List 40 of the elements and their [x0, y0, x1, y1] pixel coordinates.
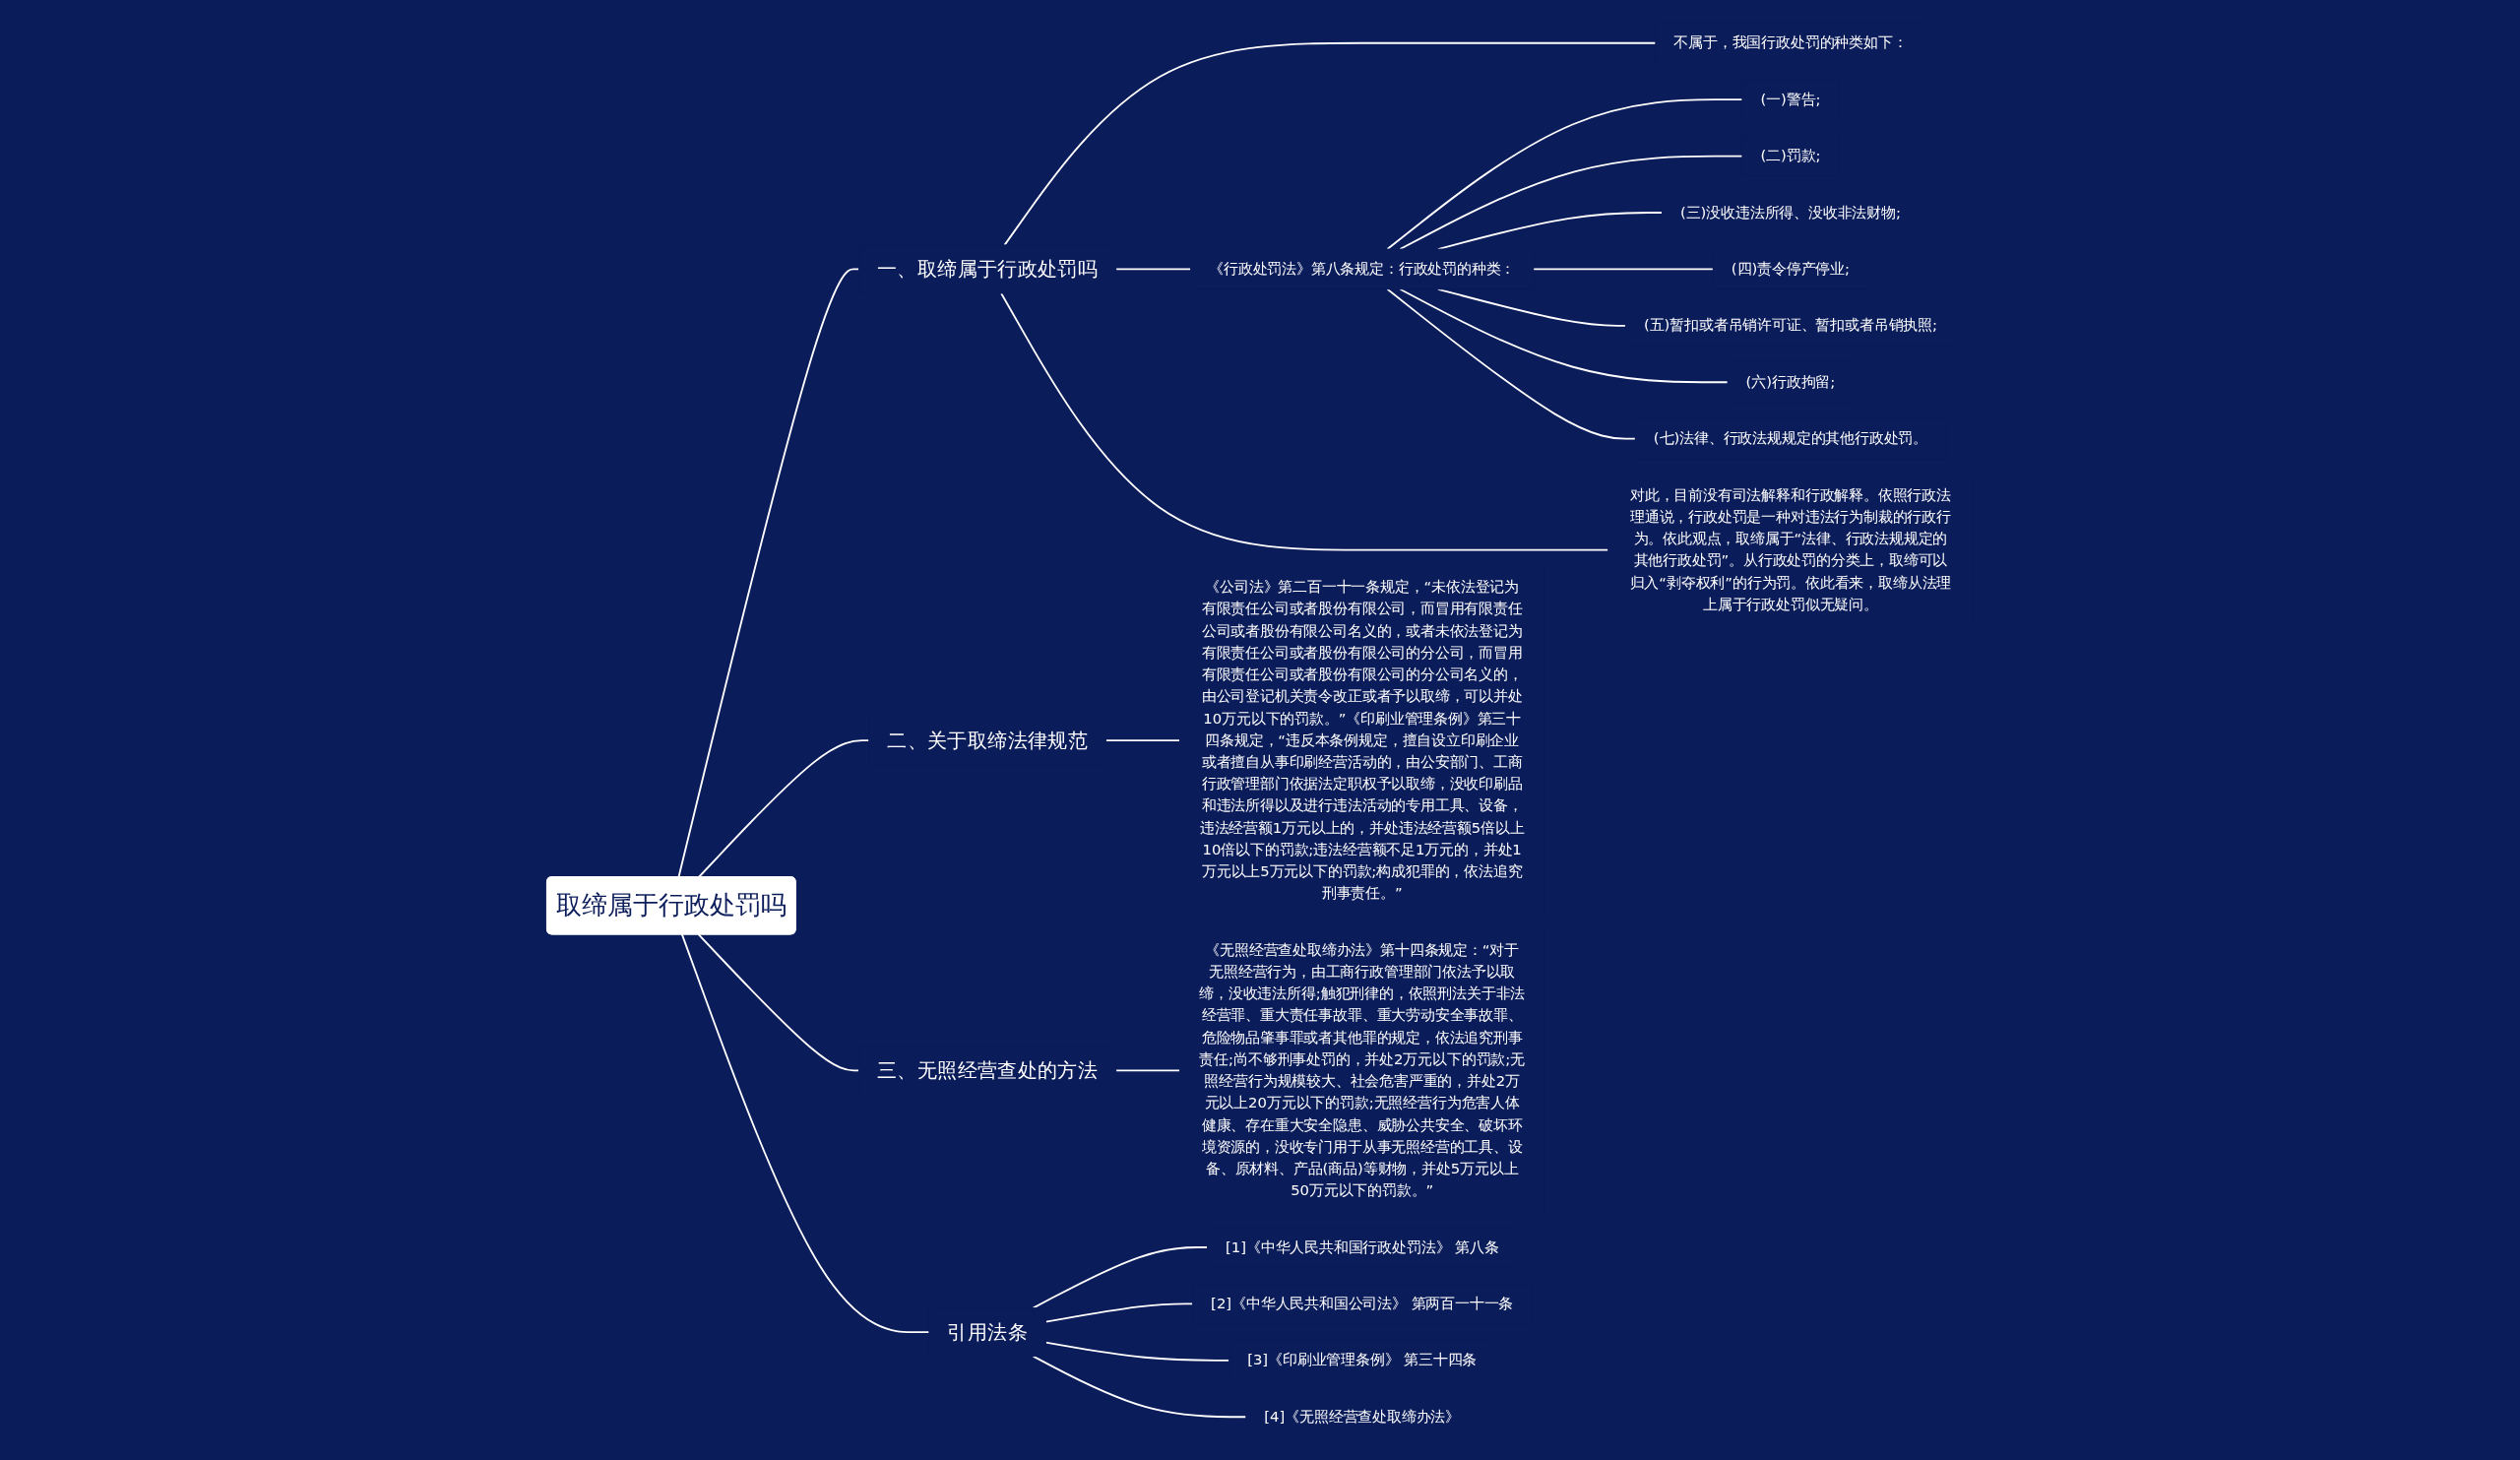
- connector: [1000, 292, 1609, 551]
- connector: [697, 933, 860, 1072]
- node-text: (五)暂扣或者吊销许可证、暂扣或者吊销执照;: [1643, 316, 1937, 335]
- node-text: (四)责令停产停业;: [1731, 260, 1851, 278]
- node-text: 一、取缔属于行政处罚吗: [877, 257, 1099, 281]
- node-text: 不属于，我国行政处罚的种类如下：: [1673, 33, 1908, 52]
- node-text: (七)法律、行政法规规定的其他行政处罚。: [1653, 429, 1928, 447]
- node-text: (三)没收违法所得、没收非法财物;: [1679, 203, 1901, 222]
- node-text: [3]《印刷业管理条例》 第三十四条: [1247, 1351, 1478, 1369]
- connector: [1044, 1341, 1230, 1362]
- connector: [680, 933, 930, 1334]
- node-text: 《公司法》第二百一十一条规定，“未依法登记为有限责任公司或者股份有限公司，而冒用有限责任公司或者股份有限公司名义的，或者未依法登记为有限责任公司或者股份有限公司的分公司，而冒用有限责任公司或者股份有限公司的分公司名义的，由公司登记机关责令改正或者予以取缔，可以并处10万元以下的罚款。”《印刷业管理条例》第三十四条规定，“违反本条例规定，擅自设立印刷企业或者擅自从事印刷经营活动的，由公安部门、工商行政管理部门依据法定职权予以取缔，没收印刷品和违法所得以及进行违法活动的专用工具、设备，违法经营额1万元以上的，并处违法经营额5倍以上10倍以下的罚款;违法经营额不足1万元的，并处1万元以上5万元以下的罚款;构成犯罪的，依法追究刑事责任。”: [1199, 578, 1525, 903]
- node-text: 三、无照经营查处的方法: [877, 1058, 1099, 1082]
- node-text: (二)罚款;: [1760, 147, 1821, 164]
- connector: [1104, 739, 1181, 742]
- node-text: 二、关于取缔法律规范: [887, 729, 1088, 752]
- connector: [1032, 1246, 1209, 1309]
- connector: [1437, 287, 1627, 327]
- connector: [1399, 287, 1729, 384]
- node-text: 《行政处罚法》第八条规定：行政处罚的种类：: [1209, 260, 1516, 278]
- connector: [1532, 268, 1715, 271]
- connector: [1437, 212, 1664, 250]
- connector: [1032, 1355, 1247, 1419]
- node-text: [1]《中华人民共和国行政处罚法》 第八条: [1225, 1238, 1499, 1256]
- connector: [1399, 155, 1743, 250]
- node-text: [2]《中华人民共和国公司法》 第两百一十一条: [1211, 1295, 1514, 1312]
- connector: [1386, 287, 1637, 440]
- node-text: 对此，目前没有司法解释和行政解释。依照行政法理通说，行政处罚是一种对违法行为制裁的行政行为。依此观点，取缔属于“法律、行政法规规定的其他行政处罚”。从行政处罚的分类上，取缔可以归入“剥夺权利”的行为罚。依此看来，取缔从法理上属于行政处罚似无疑问。: [1629, 485, 1952, 613]
- connector: [1044, 1302, 1194, 1323]
- connector: [697, 739, 870, 879]
- node-text: (一)警告;: [1760, 90, 1821, 108]
- connector: [677, 268, 860, 879]
- connector: [1114, 1069, 1181, 1072]
- connector: [1003, 41, 1657, 246]
- connector: [1386, 98, 1743, 250]
- node-text: 《无照经营查处取缔办法》第十四条规定：“对于无照经营行为，由工商行政管理部门依法予以取缔，没收违法所得;触犯刑律的，依照刑法关于非法经营罪、重大责任事故罪、重大劳动安全事故罪、危险物品肇事罪或者其他罪的规定，依法追究刑事责任;尚不够刑事处罚的，并处2万元以下的罚款;无照经营行为规模较大、社会危害严重的，并处2万元以上20万元以下的罚款;无照经营行为危害人体健康、存在重大安全隐患、威胁公共安全、破坏环境资源的，没收专门用于从事无照经营的工具、设备、原材料、产品(商品)等财物，并处5万元以上50万元以下的罚款。”: [1199, 940, 1526, 1199]
- connector: [1114, 268, 1192, 271]
- node-text: [4]《无照经营查处取缔办法》: [1264, 1407, 1461, 1426]
- node-text: (六)行政拘留;: [1745, 372, 1836, 391]
- node-text: 引用法条: [947, 1320, 1028, 1344]
